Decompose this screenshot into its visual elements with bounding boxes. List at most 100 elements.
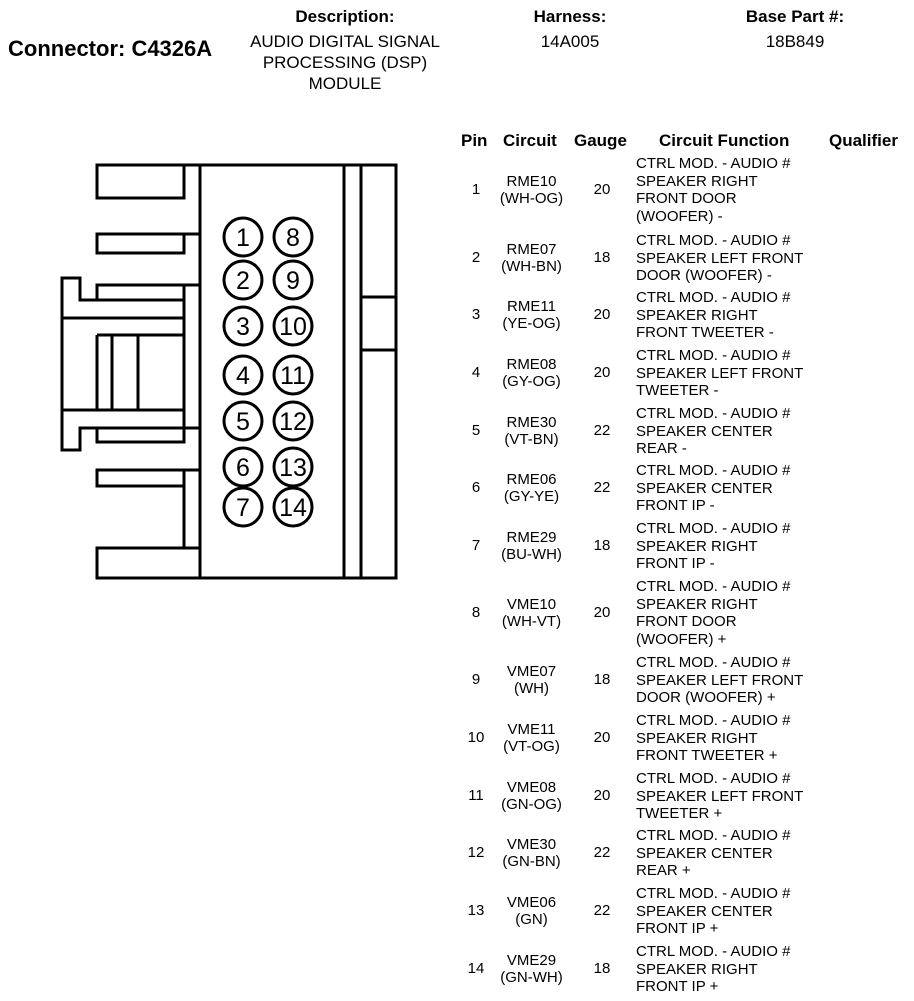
gauge-cell: 22 [593,422,611,440]
circuit-function-line: DOOR (WOOFER) + [636,689,776,706]
circuit-function-line: (WOOFER) + [636,630,727,648]
circuit-function-line: SPEAKER RIGHT [636,595,758,613]
circuit-function-line: CTRL MOD. - AUDIO # [636,462,791,479]
circuit-function-line: SPEAKER LEFT FRONT [636,671,804,689]
pin-cavity [222,354,264,396]
circuit-function-line: CTRL MOD. - AUDIO # [636,578,791,595]
gauge-cell: 20 [593,306,611,324]
pin-cavity-label: 7 [236,494,250,522]
circuit-function-line: CTRL MOD. - AUDIO # [636,520,791,537]
connector-tab [95,546,200,580]
circuit-cell: VME30(GN-BN) [494,836,569,870]
circuit-function-line: CTRL MOD. - AUDIO # [636,654,791,671]
connector-latch [95,333,184,410]
circuit-function-line: FRONT TWEETER + [636,747,778,764]
connector-latch [62,316,186,412]
table-row: 12 VME30(GN-BN) 22 CTRL MOD. - AUDIO #SPEAK… [458,827,914,880]
pin-cavity-label: 9 [286,267,300,295]
circuit-id: RME30 [506,414,557,432]
circuit-function-line: SPEAKER RIGHT [636,172,758,190]
circuit-function-line: FRONT IP - [636,555,715,572]
pin-cavity-label: 6 [236,454,250,482]
pin-number: 4 [471,364,481,382]
circuit-function-line: CTRL MOD. - AUDIO # [636,827,791,844]
gauge-cell: 22 [593,479,611,497]
circuit-function-line: CTRL MOD. - AUDIO # [636,232,791,249]
circuit-function-line: SPEAKER RIGHT [636,306,758,324]
circuit-color: (BU-WH) [501,546,562,564]
circuit-cell: RME11(YE-OG) [494,298,569,332]
connector-id: Connector: C4326A [8,36,213,61]
pin-number: 1 [471,181,481,198]
pin-cavity [222,486,264,528]
gauge-cell: 18 [593,537,611,555]
column-header-function: Circuit Function [659,131,790,150]
circuit-function-line: SPEAKER LEFT FRONT [636,787,804,805]
column-header-qualifier: Qualifier [829,131,898,150]
gauge-cell: 22 [593,844,611,862]
base-part-value: 18B849 [765,32,825,51]
circuit-function-line: REAR + [636,862,691,879]
circuit-id: RME07 [506,241,557,259]
base-part-label: Base Part #: [745,7,845,26]
circuit-function-line: FRONT DOOR [636,190,737,207]
circuit-function-line: SPEAKER CENTER [636,844,773,862]
gauge-cell: 20 [593,787,611,805]
circuit-cell: RME10(WH-OG) [494,173,569,207]
circuit-function-line: CTRL MOD. - AUDIO # [636,943,791,960]
pin-cavity [222,446,264,488]
pin-cavity [272,259,314,301]
circuit-color: (GN) [515,911,548,929]
circuit-function-line: REAR - [636,440,687,457]
circuit-id: VME08 [506,779,557,797]
circuit-function-line: FRONT IP + [636,978,719,995]
pin-cavity [272,305,314,347]
pin-number: 7 [471,537,481,555]
pin-cavity [272,446,314,488]
circuit-color: (GN-OG) [501,796,562,814]
connector-body [198,163,398,580]
pin-number: 12 [467,844,485,862]
circuit-function-line: TWEETER + [636,805,723,822]
circuit-cell: VME06(GN) [494,894,569,928]
description-line: MODULE [308,74,382,93]
circuit-id: VME06 [506,894,557,912]
circuit-cell: RME29(BU-WH) [494,529,569,563]
pin-number: 10 [467,729,485,747]
pin-cavity-label: 1 [236,224,250,252]
column-header-gauge: Gauge [574,131,627,150]
circuit-function-line: (WOOFER) - [636,207,723,225]
pin-cavity [222,400,264,442]
pin-number: 9 [471,671,481,689]
circuit-color: (GN-BN) [502,853,561,871]
circuit-function-line: CTRL MOD. - AUDIO # [636,155,791,172]
pin-cavity-label: 14 [279,494,307,522]
pin-cavity-label: 4 [236,362,250,390]
pin-cavity-label: 5 [236,408,250,436]
pin-cavity [222,259,264,301]
circuit-function-line: CTRL MOD. - AUDIO # [636,289,791,306]
pin-cavity [272,486,314,528]
circuit-id: RME10 [506,173,557,190]
description-label: Description: [295,7,395,26]
pin-number: 6 [471,479,481,497]
pin-cavity-label: 13 [279,454,307,482]
pin-number: 13 [467,902,485,920]
circuit-color: (WH-BN) [501,258,562,276]
pin-number: 2 [471,249,481,267]
harness-value: 14A005 [540,32,600,51]
circuit-function-line: DOOR (WOOFER) - [636,267,772,284]
